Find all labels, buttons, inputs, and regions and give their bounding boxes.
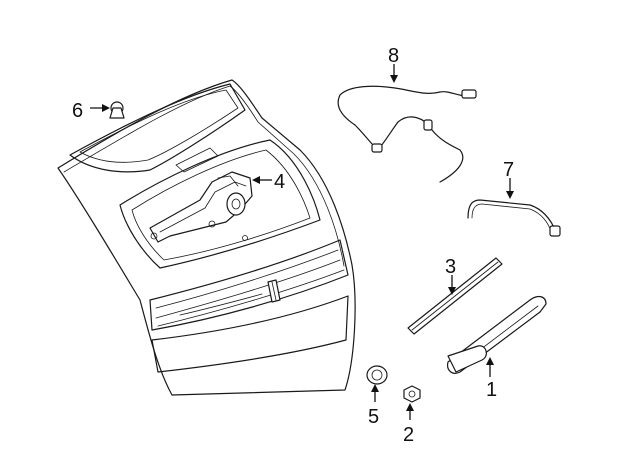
callout-8: 8 [388, 45, 399, 67]
washer-nozzle [467, 178, 561, 237]
grommet-clip [90, 101, 125, 119]
washer-hose [337, 64, 477, 183]
callout-5: 5 [368, 406, 379, 428]
wiper-blade [407, 257, 503, 335]
wiper-arm [447, 295, 547, 377]
callout-3: 3 [445, 256, 456, 278]
callout-2: 2 [403, 424, 414, 446]
callout-4: 4 [274, 171, 285, 193]
callout-7: 7 [503, 159, 514, 181]
liftgate [57, 79, 356, 396]
wiper-nut [403, 385, 421, 420]
callout-6: 6 [72, 100, 83, 122]
callout-1: 1 [486, 379, 497, 401]
wiper-motor [149, 171, 253, 243]
wiper-cap [366, 365, 388, 402]
